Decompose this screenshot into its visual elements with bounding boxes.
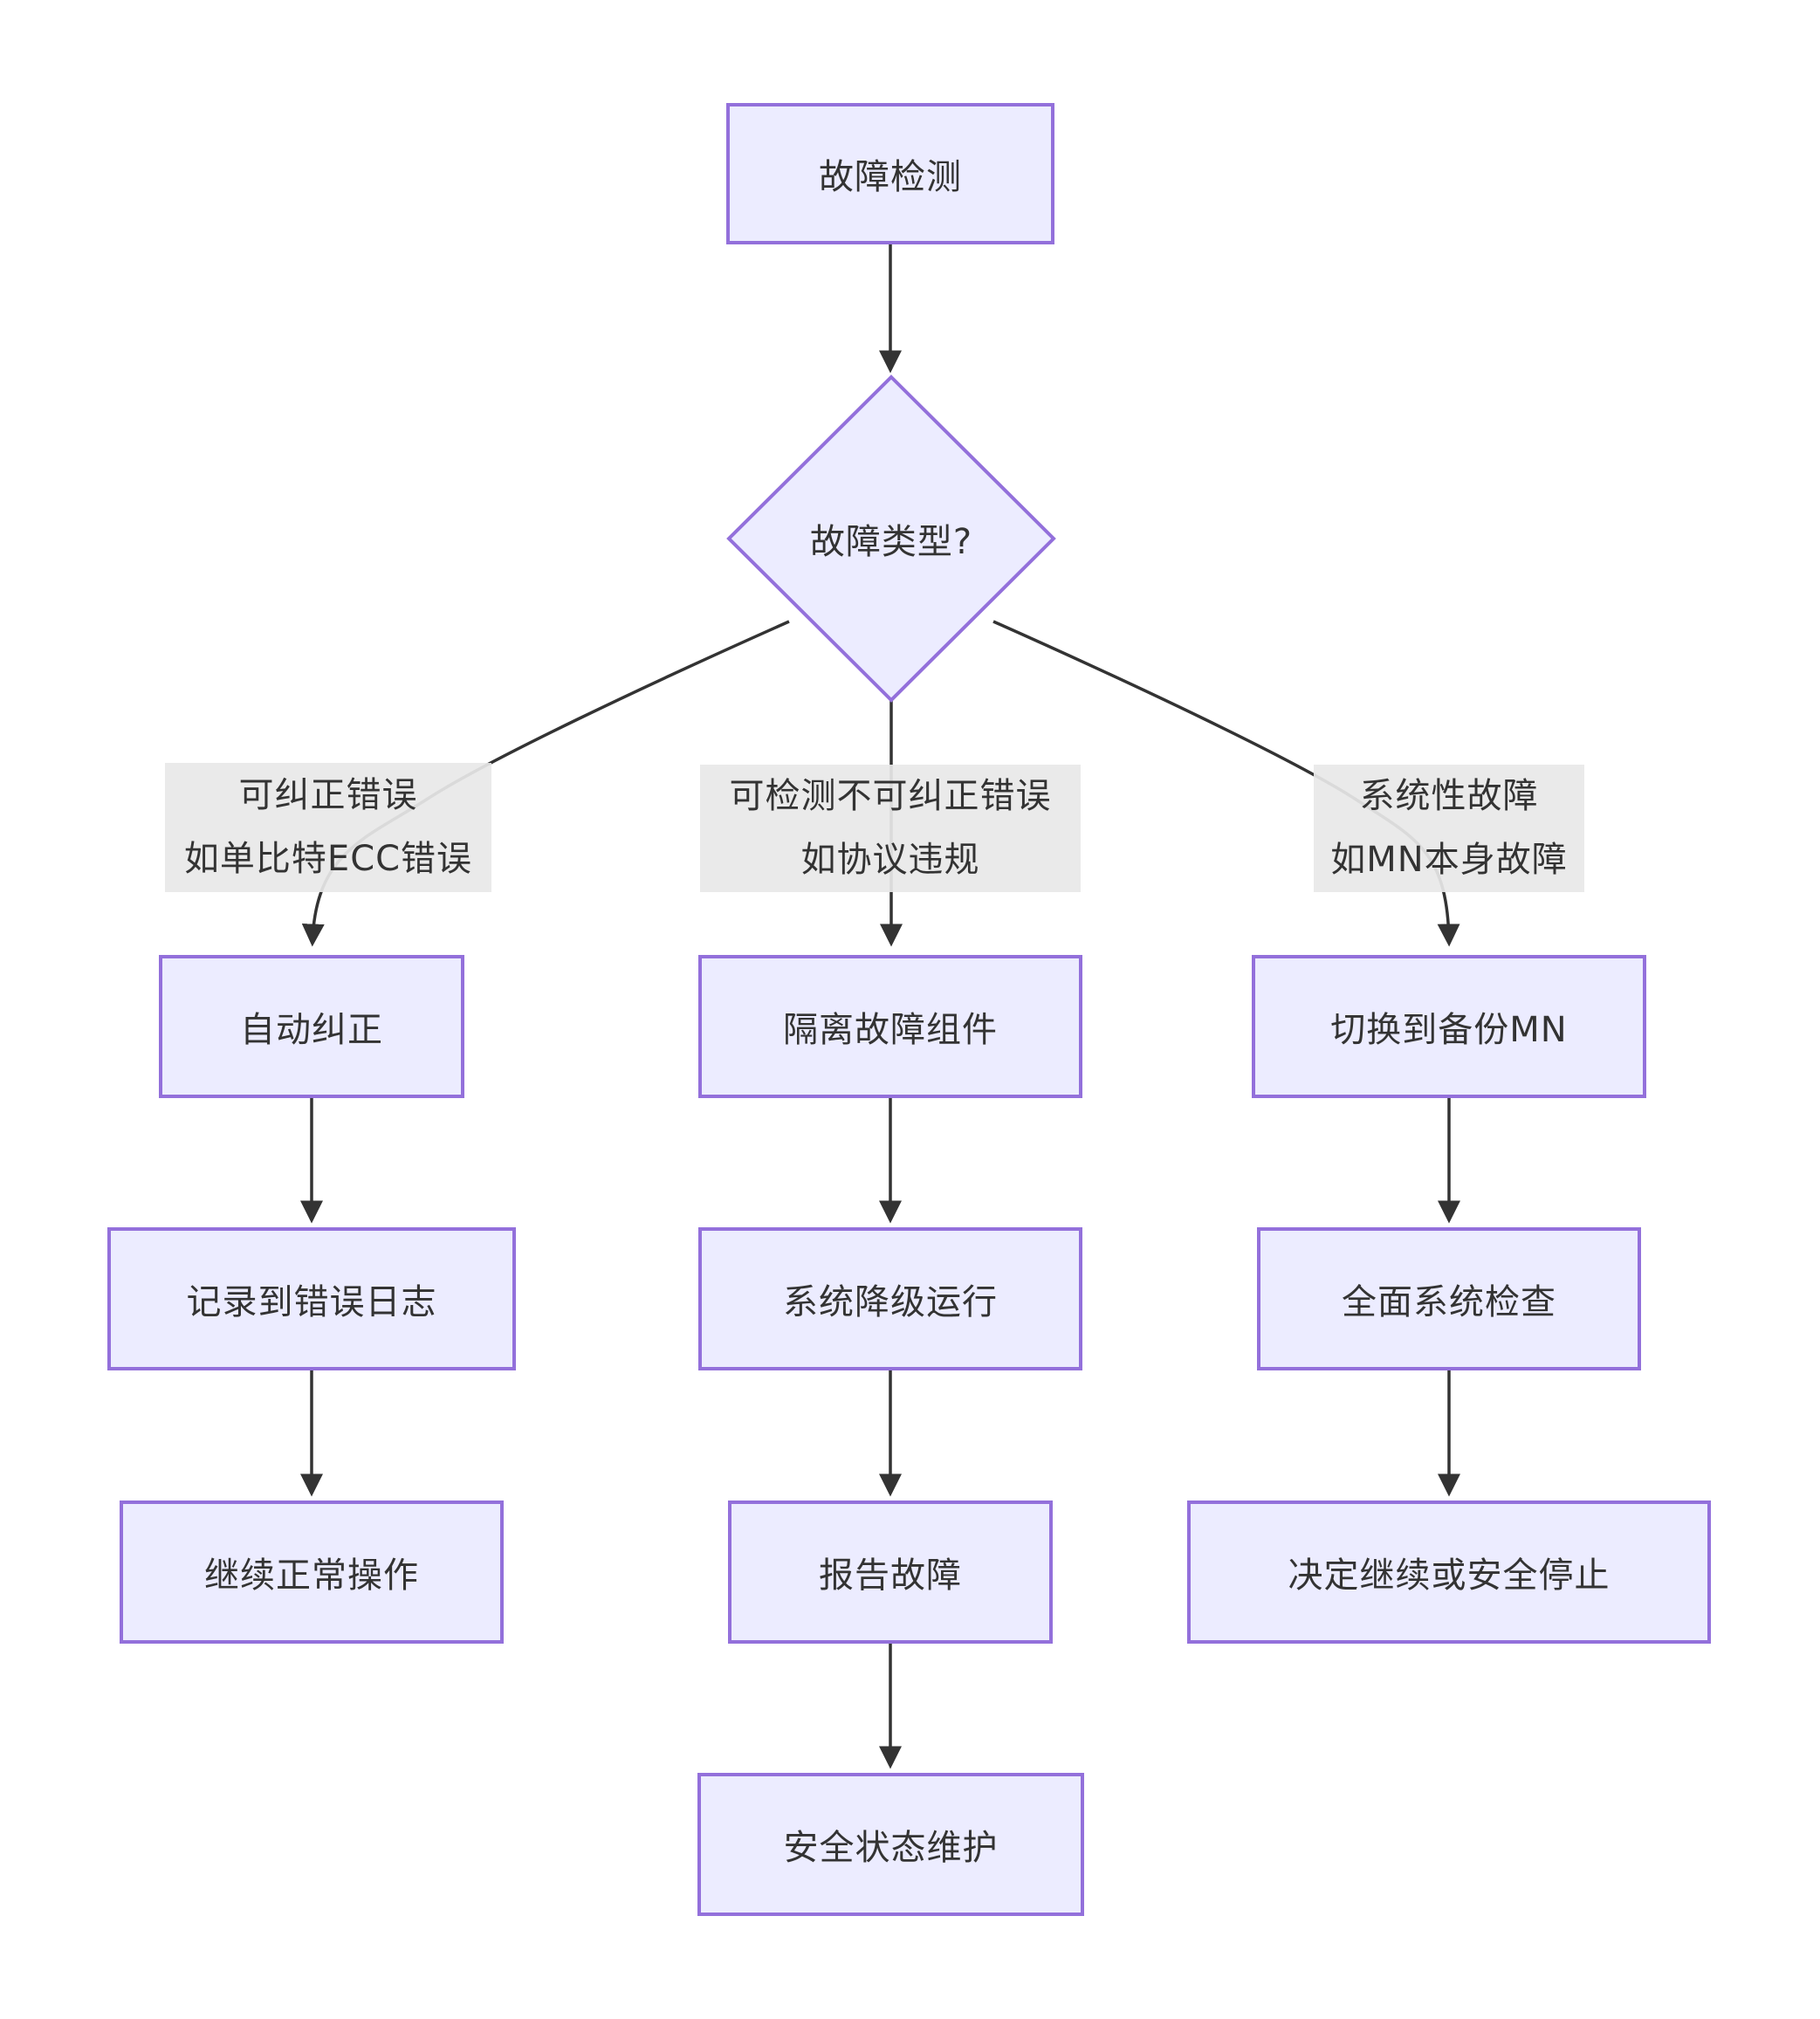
- edge-label-systemic-fault: 系统性故障 如MN本身故障: [1314, 765, 1584, 892]
- node-report-fault: 报告故障: [728, 1501, 1053, 1644]
- node-fault-detection: 故障检测: [726, 103, 1054, 244]
- node-label: 记录到错误日志: [186, 1282, 437, 1322]
- node-continue-normal: 继续正常操作: [120, 1501, 504, 1644]
- node-degraded-operation: 系统降级运行: [698, 1227, 1082, 1370]
- edge-label-line: 可检测不可纠正错误: [729, 776, 1052, 816]
- node-switch-backup: 切换到备份MN: [1252, 955, 1646, 1098]
- node-label: 切换到备份MN: [1330, 1010, 1568, 1050]
- edge-label-line: 如MN本身故障: [1330, 840, 1568, 880]
- node-label: 报告故障: [819, 1555, 962, 1596]
- node-full-check: 全面系统检查: [1257, 1227, 1641, 1370]
- node-label: 决定继续或安全停止: [1288, 1555, 1611, 1596]
- node-label: 系统降级运行: [783, 1282, 998, 1322]
- node-label: 继续正常操作: [204, 1555, 419, 1596]
- node-safe-state: 安全状态维护: [697, 1773, 1084, 1916]
- node-label: 隔离故障组件: [783, 1010, 998, 1050]
- edge-label-line: 如协议违规: [800, 840, 980, 880]
- node-fault-type-decision: 故障类型?: [760, 504, 1022, 573]
- node-auto-correct: 自动纠正: [159, 955, 464, 1098]
- edge-label-line: 可纠正错误: [238, 775, 418, 815]
- node-log-error: 记录到错误日志: [107, 1227, 516, 1370]
- node-label: 安全状态维护: [783, 1828, 999, 1868]
- node-label: 故障检测: [819, 157, 962, 197]
- node-decide-continue-or-stop: 决定继续或安全停止: [1187, 1501, 1711, 1644]
- node-label: 故障类型?: [809, 522, 973, 562]
- node-label: 全面系统检查: [1342, 1282, 1556, 1322]
- node-label: 自动纠正: [240, 1010, 383, 1050]
- node-isolate-component: 隔离故障组件: [698, 955, 1082, 1098]
- edge-label-line: 如单比特ECC错误: [183, 839, 473, 879]
- edge-label-correctable-error: 可纠正错误 如单比特ECC错误: [165, 763, 491, 892]
- decision-diamond-shape: [726, 374, 1056, 703]
- edge-label-detectable-uncorrectable-error: 可检测不可纠正错误 如协议违规: [700, 765, 1081, 892]
- edge-label-line: 系统性故障: [1359, 776, 1539, 816]
